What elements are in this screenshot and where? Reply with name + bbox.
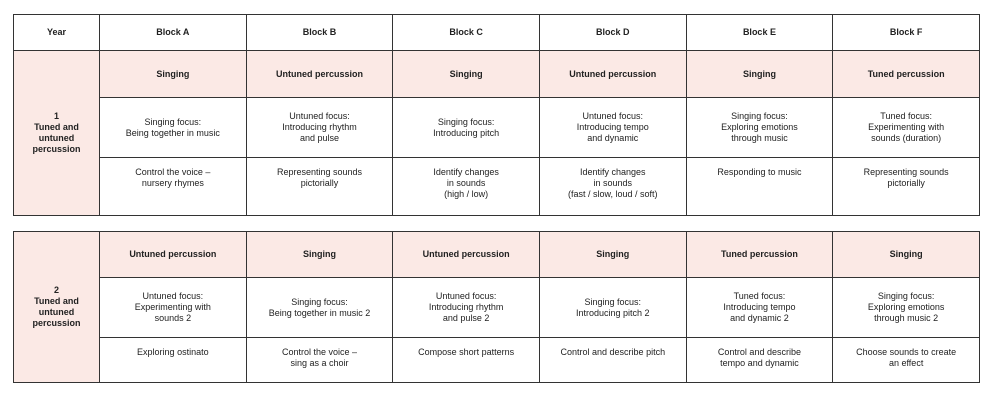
topic-cell: Singing [392,50,540,98]
activity-text: Choose sounds to create an effect [856,347,957,368]
activity-cell: Compose short patterns [392,337,540,383]
topic-cell: Untuned percussion [99,231,247,278]
activity-cell: Control the voice – nursery rhymes [99,157,247,216]
activity-cell: Control and describe tempo and dynamic [685,337,834,383]
focus-text: Untuned focus: Introducing tempo and dyn… [576,111,649,143]
activity-text: Responding to music [717,167,802,177]
year1-label: 1 Tuned and untuned percussion [32,111,81,154]
topic-cell: Singing [685,50,834,98]
focus-text: Untuned focus: Introducing rhythm and pu… [282,111,357,143]
activity-text: Control and describe pitch [560,347,666,357]
year1-table: Year Block A Block B Block C Block D Blo… [13,14,980,216]
year2-label-cell: 2 Tuned and untuned percussion [13,231,100,383]
topic-cell: Tuned percussion [685,231,834,278]
year2-focus-row: Untuned focus: Experimenting with sounds… [14,277,980,338]
topic-cell: Singing [99,50,247,98]
activity-text: Exploring ostinato [137,347,209,357]
focus-cell: Untuned focus: Introducing rhythm and pu… [245,97,394,158]
focus-text: Singing focus: Exploring emotions throug… [867,291,945,323]
focus-cell: Untuned focus: Introducing rhythm and pu… [392,277,540,338]
activity-text: Control and describe tempo and dynamic [717,347,801,368]
activity-cell: Representing sounds pictorially [245,157,394,216]
block-header: Block E [685,14,834,51]
focus-cell: Singing focus: Introducing pitch [392,97,540,158]
focus-cell: Singing focus: Exploring emotions throug… [832,277,980,338]
year2-table: 2 Tuned and untuned percussion Untuned p… [13,231,980,383]
block-header: Block A [99,14,247,51]
activity-cell: Representing sounds pictorially [832,157,980,216]
block-header: Block F [832,14,980,51]
year1-focus-row: Singing focus: Being together in music U… [14,97,980,158]
activity-text: Representing sounds pictorially [863,167,949,188]
focus-cell: Singing focus: Being together in music 2 [245,277,394,338]
focus-cell: Tuned focus: Experimenting with sounds (… [832,97,980,158]
year-header: Year [13,14,100,51]
activity-cell: Control the voice – sing as a choir [245,337,394,383]
activity-cell: Control and describe pitch [538,337,687,383]
topic-cell: Untuned percussion [538,50,687,98]
activity-cell: Identify changes in sounds (fast / slow,… [538,157,687,216]
focus-text: Untuned focus: Experimenting with sounds… [134,291,211,323]
focus-cell: Untuned focus: Introducing tempo and dyn… [538,97,687,158]
focus-cell: Tuned focus: Introducing tempo and dynam… [685,277,834,338]
topic-cell: Untuned percussion [245,50,394,98]
year2-activity-row: Exploring ostinato Control the voice – s… [14,337,980,383]
activity-text: Control the voice – sing as a choir [281,347,357,368]
year1-topic-row: 1 Tuned and untuned percussion Singing U… [13,50,980,216]
year2-label: 2 Tuned and untuned percussion [32,285,81,328]
focus-text: Singing focus: Introducing pitch [433,116,500,138]
activity-cell: Responding to music [685,157,834,216]
focus-cell: Singing focus: Exploring emotions throug… [685,97,834,158]
focus-cell: Singing focus: Being together in music [99,97,247,158]
focus-text: Singing focus: Being together in music 2 [268,296,371,318]
focus-text: Tuned focus: Introducing tempo and dynam… [723,291,796,323]
block-header: Block C [392,14,540,51]
topic-cell: Singing [832,231,980,278]
topic-cell: Singing [245,231,394,278]
header-row: Year Block A Block B Block C Block D Blo… [13,14,980,51]
focus-text: Singing focus: Exploring emotions throug… [721,111,798,143]
topic-cell: Tuned percussion [832,50,980,98]
activity-text: Control the voice – nursery rhymes [135,167,211,188]
focus-text: Singing focus: Introducing pitch 2 [576,296,650,318]
activity-cell: Identify changes in sounds (high / low) [392,157,540,216]
activity-cell: Choose sounds to create an effect [832,337,980,383]
topic-cell: Singing [538,231,687,278]
activity-text: Representing sounds pictorially [276,167,363,188]
year2-topic-row: 2 Tuned and untuned percussion Untuned p… [13,231,980,383]
focus-text: Singing focus: Being together in music [125,116,220,138]
block-header: Block D [538,14,687,51]
activity-cell: Exploring ostinato [99,337,247,383]
year1-activity-row: Control the voice – nursery rhymes Repre… [14,157,980,216]
focus-cell: Untuned focus: Experimenting with sounds… [99,277,247,338]
topic-cell: Untuned percussion [392,231,540,278]
activity-text: Identify changes in sounds (fast / slow,… [568,167,658,199]
focus-text: Tuned focus: Experimenting with sounds (… [868,111,945,143]
year1-label-cell: 1 Tuned and untuned percussion [13,50,100,216]
block-header: Block B [245,14,394,51]
activity-text: Compose short patterns [418,347,515,357]
activity-text: Identify changes in sounds (high / low) [433,167,499,199]
focus-cell: Singing focus: Introducing pitch 2 [538,277,687,338]
focus-text: Untuned focus: Introducing rhythm and pu… [428,291,504,323]
